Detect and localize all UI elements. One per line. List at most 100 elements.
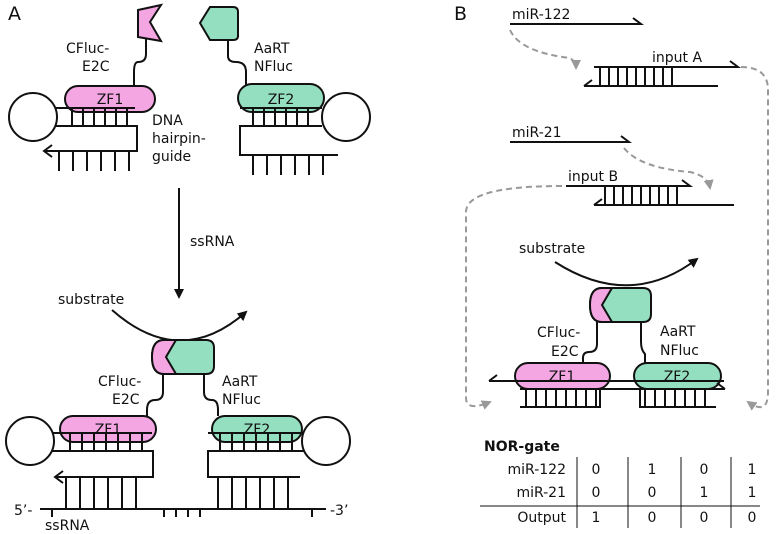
cfluc-label-b-1: CFluc- [537,325,580,341]
guide-strand-b [520,389,716,408]
input-b-bottom-strand [593,198,734,206]
nfluc-label-b: NFluc [660,343,699,359]
input-b-top-strand [566,179,693,187]
cell-output-1: 1 [592,510,601,526]
nfluc-label-bottom: NFluc [222,392,261,408]
cell-mir122-3: 0 [700,462,709,478]
cfluc-half-b [588,287,614,323]
input-a-bottom-strand [583,79,718,87]
linker-top-right [227,40,247,86]
dashed-mir21-arrow [623,147,714,190]
linker-bottom-left-a [146,374,164,416]
substrate-arrow-a [111,309,248,342]
guide-ticks-top-left [58,151,130,171]
mir122-duplex [510,17,741,87]
dna-strand-b [488,374,726,390]
dna-hairpin-label-3: guide [152,149,191,165]
zf1-label-bottom: ZF1 [95,422,122,438]
row-label-output: Output [517,510,566,526]
strand-arrowhead-top-left [42,144,53,158]
dashed-input-b-arrow [465,185,563,410]
substrate-arrow-b [554,257,699,287]
strand-arrowhead-bottom-left-a [53,470,64,484]
truth-table-title: NOR-gate [484,439,560,455]
zf1-pill-top [64,85,156,113]
panel-b-label: B [454,3,467,25]
top-left-construct [8,3,164,171]
zf1-label-top: ZF1 [97,92,124,108]
top-right-construct [198,6,371,175]
aart-label-b: AaRT [660,324,696,340]
ssrna-strand-a [40,508,326,517]
cfluc-fragment-top [137,3,164,43]
dashed-input-a-arrow [740,66,769,411]
dna-hairpin-label-1: DNA [152,113,183,129]
cell-output-4: 0 [748,510,757,526]
input-a-pairs [599,67,673,86]
input-b-label: input B [568,169,618,185]
zf2-label-top: ZF2 [268,92,295,108]
mir122-strand [510,17,644,25]
nor-truth-table: NOR-gate miR-122 miR-21 Output 0 1 0 1 0… [480,439,760,528]
cell-mir122-2: 1 [648,462,657,478]
input-a-label: input A [652,50,702,66]
cell-output-3: 0 [700,510,709,526]
cfluc-label-bottom-2: E2C [112,392,140,408]
input-b-pairs [604,186,678,205]
cell-mir21-4: 1 [748,485,757,501]
hairpin-loop-bottom-left-a [5,416,55,466]
mir21-strand [510,135,632,143]
cfluc-label-top-2: E2C [82,59,110,75]
zf1-pill-bottom-a [59,415,157,443]
nfluc-fragment-top [198,6,239,41]
linker-left-b [582,322,598,364]
cell-mir21-1: 0 [592,485,601,501]
dna-strand-bottom-left-a [52,432,154,478]
nfluc-label-top: NFluc [254,59,293,75]
guide-pairs-a [65,477,289,509]
linker-right-b [640,322,646,364]
cfluc-label-top-1: CFluc- [66,41,109,57]
base-pairs-bottom-left-a [69,433,143,451]
input-a-top-strand [594,60,741,68]
bottom-complex-a [5,339,351,517]
base-pairs-bottom-right-a [219,433,293,451]
cell-output-2: 0 [648,510,657,526]
aart-label-bottom: AaRT [222,374,258,390]
mir21-duplex [510,135,734,206]
cell-mir21-3: 1 [700,485,709,501]
cell-mir122-4: 1 [748,462,757,478]
base-pairs-top-right [252,108,309,126]
cfluc-label-b-2: E2C [551,344,579,360]
cell-mir21-2: 0 [648,485,657,501]
substrate-label-b: substrate [519,241,585,257]
row-label-mir21: miR-21 [516,485,566,501]
dna-strand-top-left [44,107,138,152]
base-pairs-top-left [71,108,128,126]
mir21-label: miR-21 [512,125,562,141]
hairpin-loop-bottom-right-a [301,416,351,466]
mir122-label: miR-122 [512,7,570,23]
nor-complex-b [488,287,726,408]
dna-hairpin-label-2: hairpin- [152,131,206,147]
hairpin-loop-top-right [321,92,371,142]
cfluc-label-bottom-1: CFluc- [98,374,141,390]
substrate-label-a: substrate [58,292,124,308]
linker-top-left [133,38,147,86]
dashed-mir122-arrow [509,29,581,70]
linker-bottom-right-a [203,374,219,416]
guide-pairs-b [525,389,706,407]
cell-mir122-1: 0 [592,462,601,478]
guide-ticks-top-right [252,155,324,175]
five-prime-label: 5’- [14,503,32,519]
three-prime-label: -3’ [330,503,348,519]
aart-label-top: AaRT [254,41,290,57]
row-label-mir122: miR-122 [508,462,566,478]
panel-a-label: A [8,3,21,25]
zf2-label-bottom: ZF2 [244,422,271,438]
zf2-pill-top [237,83,325,113]
zf2-label-b: ZF2 [664,369,691,385]
zf1-label-b: ZF1 [549,369,576,385]
